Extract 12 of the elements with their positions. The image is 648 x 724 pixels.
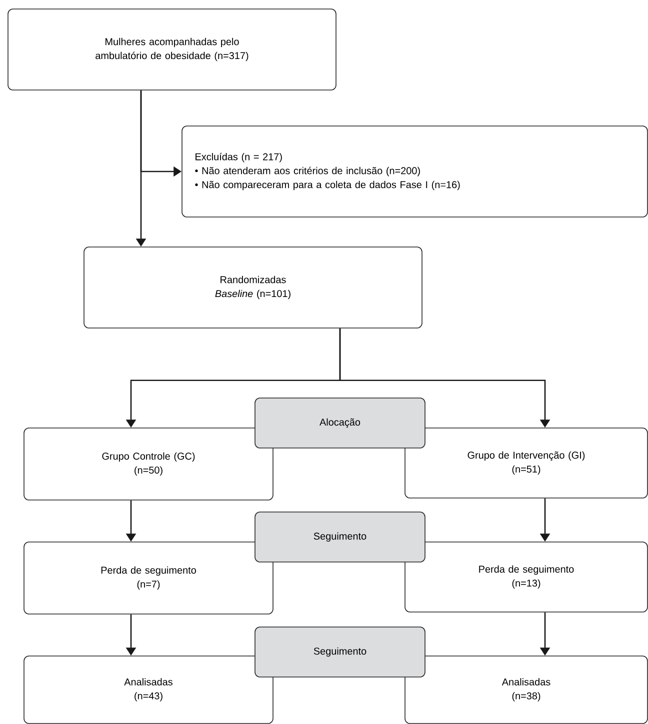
stage-label-box: Seguimento: [254, 512, 426, 562]
process-box: Grupo Controle (GC) (n=50): [24, 428, 274, 500]
process-box: Perda de seguimento (n=7): [24, 542, 274, 614]
process-box: Perda de seguimento (n=13): [404, 542, 648, 612]
process-box: Mulheres acompanhadas pelo ambulatório de obesidade (n=317): [8, 8, 336, 90]
process-box: Randomizadas Baseline (n=101): [84, 246, 422, 328]
process-box: Excluídas (n = 217) • Não atenderam aos critérios de inclusão (n=200) • Não compareceram para a coleta de dados Fase I (n=16): [182, 126, 648, 218]
process-box: Analisadas (n=43): [24, 656, 274, 724]
stage-label-box: Seguimento: [254, 626, 426, 678]
stage-label-box: Alocação: [254, 398, 426, 448]
process-box: Analisadas (n=38): [404, 656, 648, 724]
process-box: Grupo de Intervenção (GI) (n=51): [404, 428, 648, 498]
